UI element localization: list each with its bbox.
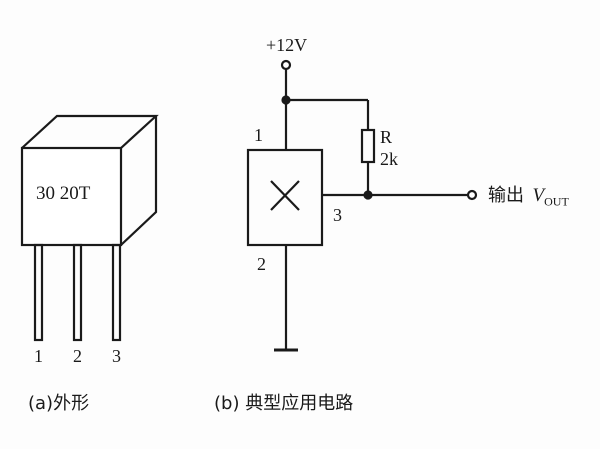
package-pins [33,243,122,342]
circuit-wires [246,59,478,352]
supply-terminal [280,59,292,71]
package-marking: 30 20T [36,183,91,204]
junction-dot [281,95,291,105]
output-terminal [466,189,478,201]
output-label: 输出 VOUT [488,185,569,209]
pin-label: 2 [73,346,82,366]
package-body [20,114,159,247]
pin1-label: 1 [254,125,263,145]
resistor-name: R [380,127,393,147]
pin2-label: 2 [257,254,266,274]
pin-label: 1 [34,346,43,366]
pin-label: 3 [112,346,121,366]
hall-sensor-ic [246,148,324,247]
caption-b: (b) 典型应用电路 [214,393,354,414]
resistor-value: 2k [380,149,398,169]
junction-dot [363,190,373,200]
caption-a: (a)外形 [28,393,90,414]
supply-label: +12V [266,35,308,55]
pin3-label: 3 [333,205,342,225]
resistor [360,128,376,164]
